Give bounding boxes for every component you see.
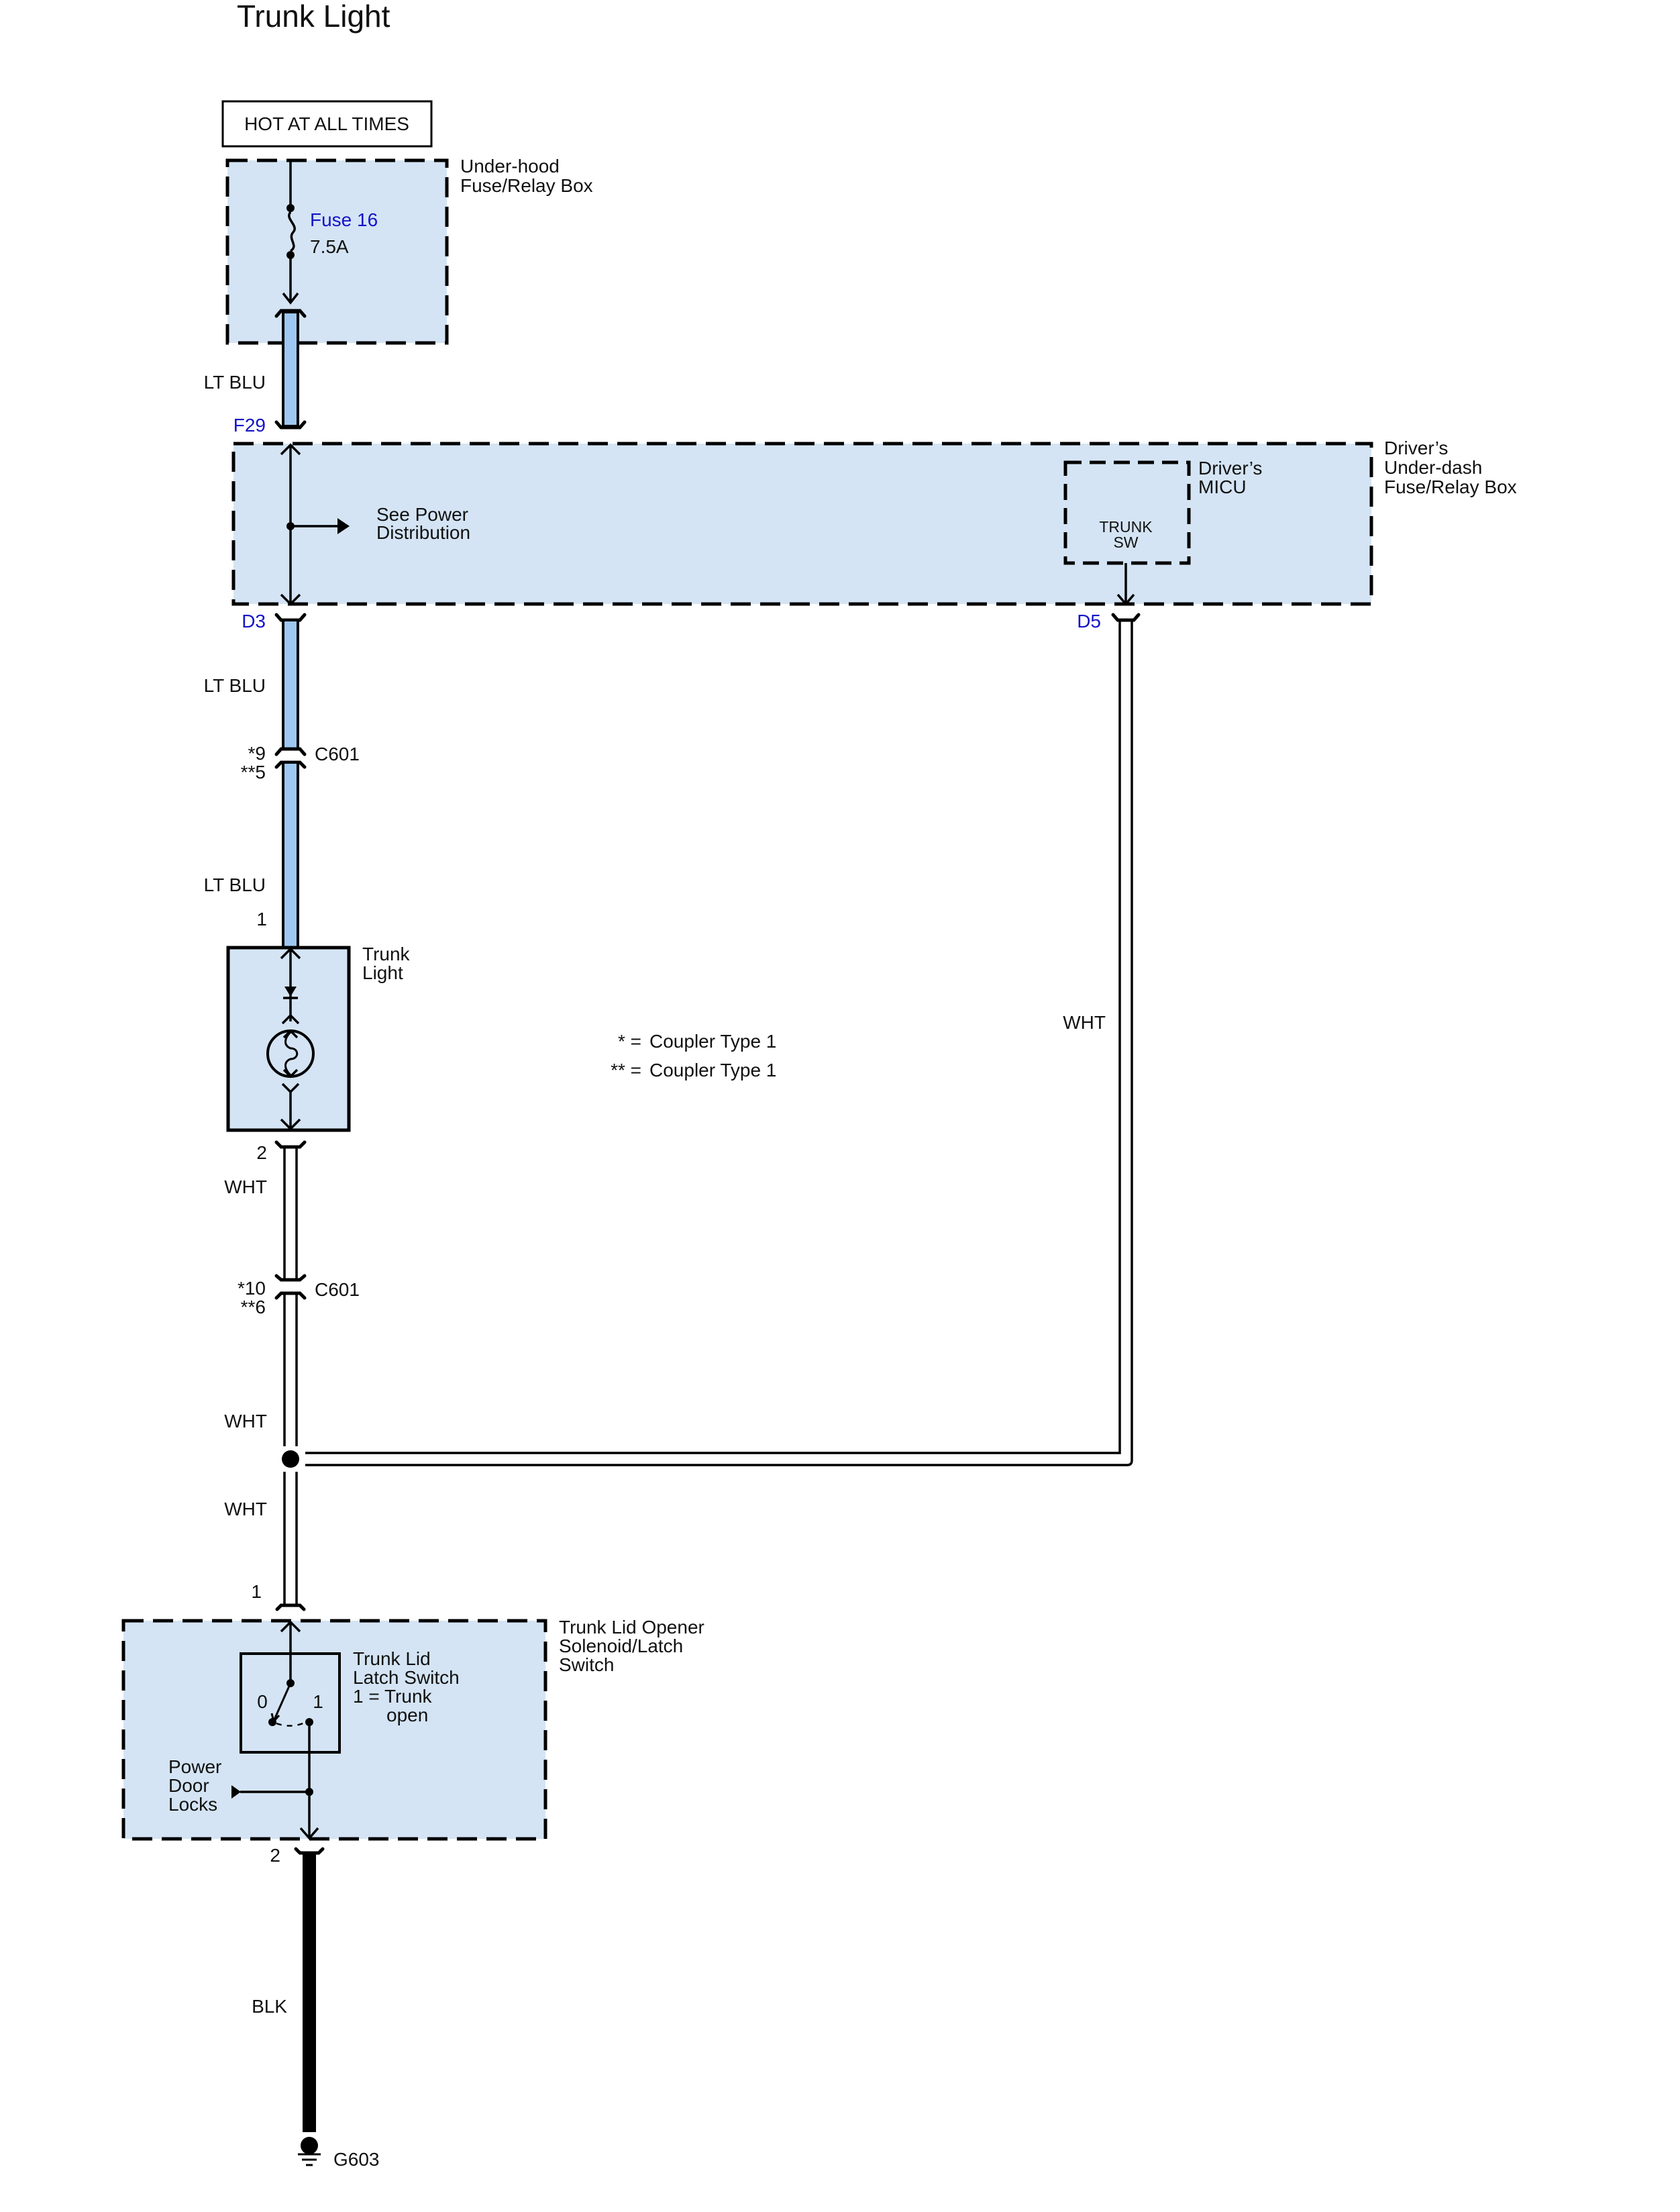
c601-pin-type1: *9 bbox=[248, 743, 266, 764]
arrow-right-icon bbox=[337, 518, 350, 534]
ground-name: G603 bbox=[333, 2149, 380, 2170]
micu-name-2: MICU bbox=[1198, 476, 1247, 497]
switch-position-1: 1 bbox=[313, 1691, 323, 1712]
trunk-light-name-2: Light bbox=[362, 962, 403, 983]
wire-blk[interactable]: 2 BLK bbox=[252, 1845, 325, 2132]
wire-color-label: LT BLU bbox=[204, 675, 266, 696]
underdash-fuse-relay-box[interactable]: Driver’s Under-dash Fuse/Relay Box See P… bbox=[231, 438, 1517, 606]
fuse-label: Fuse 16 bbox=[310, 209, 378, 230]
connector-icon bbox=[274, 420, 307, 430]
arrow-right-icon bbox=[231, 1785, 241, 1799]
page-title: Trunk Light bbox=[237, 0, 390, 34]
diode-icon bbox=[284, 987, 297, 997]
underhood-box-name: Under-hood bbox=[460, 156, 560, 177]
trunk-lid-opener-solenoid[interactable]: Trunk Lid Opener Solenoid/Latch Switch T… bbox=[121, 1617, 704, 1841]
c601-name: C601 bbox=[315, 744, 360, 764]
wire-wht-3[interactable]: WHT 1 bbox=[224, 1472, 306, 1611]
wire-lt-blu-1[interactable]: LT BLU F29 bbox=[204, 309, 307, 436]
solenoid-pin-2: 2 bbox=[270, 1845, 280, 1866]
arrow-up-icon bbox=[280, 947, 301, 960]
trunk-light[interactable]: Trunk Light bbox=[226, 944, 411, 1132]
wire-color-label: BLK bbox=[252, 1996, 287, 2017]
c601-pin-type1: *10 bbox=[238, 1278, 266, 1299]
solenoid-name-3: Switch bbox=[559, 1654, 614, 1675]
terminal-d3: D3 bbox=[242, 611, 266, 632]
switch-contact-icon bbox=[268, 1679, 313, 1727]
connector-icon bbox=[274, 1140, 307, 1149]
micu-trunk-sw-label-2: SW bbox=[1113, 534, 1138, 551]
wire-color-label: WHT bbox=[224, 1176, 267, 1197]
underdash-box-name-3: Fuse/Relay Box bbox=[1384, 476, 1517, 497]
wire-wht-2[interactable]: WHT bbox=[224, 1293, 298, 1446]
trunk-lid-latch-switch[interactable]: Trunk Lid Latch Switch 1 = Trunk open 0 … bbox=[240, 1648, 460, 1754]
trunk-light-pin-2: 2 bbox=[256, 1142, 267, 1163]
arrow-down-icon bbox=[280, 1118, 301, 1131]
wire-color-label: WHT bbox=[224, 1411, 267, 1431]
arrow-down-icon bbox=[299, 1827, 319, 1840]
connector-icon bbox=[274, 1291, 307, 1300]
underdash-box-name: Driver’s bbox=[1384, 438, 1448, 458]
latch-switch-state: 1 = Trunk bbox=[353, 1686, 433, 1707]
wire-color-label: WHT bbox=[1063, 1012, 1106, 1033]
legend: * = Coupler Type 1 ** = Coupler Type 1 bbox=[611, 1031, 776, 1080]
terminal-f29: F29 bbox=[233, 415, 266, 436]
wire-color-label: LT BLU bbox=[204, 874, 266, 895]
underhood-fuse-relay-box[interactable]: Under-hood Fuse/Relay Box Fuse 16 7.5A bbox=[225, 156, 593, 345]
trunk-light-name: Trunk bbox=[362, 944, 411, 964]
c601-name: C601 bbox=[315, 1279, 360, 1300]
switch-position-0: 0 bbox=[257, 1691, 268, 1712]
wire-wht-1[interactable]: 2 WHT bbox=[224, 1140, 307, 1280]
wire-wht-micu[interactable]: D5 WHT bbox=[305, 611, 1141, 1466]
wire-lt-blu-2[interactable]: D3 LT BLU bbox=[204, 611, 307, 750]
connector-icon bbox=[274, 747, 307, 756]
arrow-down-icon bbox=[280, 593, 301, 606]
driver-micu[interactable]: Driver’s MICU TRUNK SW bbox=[1063, 458, 1262, 606]
splice-junction-icon bbox=[282, 1450, 299, 1468]
arrow-up-icon bbox=[280, 1620, 301, 1633]
connector-c601-a[interactable]: *9 **5 C601 bbox=[241, 743, 360, 783]
arrow-down-icon bbox=[282, 292, 299, 305]
power-source-box: HOT AT ALL TIMES bbox=[221, 100, 433, 148]
latch-switch-state-2: open bbox=[386, 1705, 428, 1725]
solenoid-name-2: Solenoid/Latch bbox=[559, 1636, 683, 1656]
solenoid-name: Trunk Lid Opener bbox=[559, 1617, 704, 1638]
legend-value-2: Coupler Type 1 bbox=[649, 1060, 776, 1080]
legend-key-1: * = bbox=[618, 1031, 641, 1052]
latch-switch-name-2: Latch Switch bbox=[353, 1667, 460, 1688]
latch-switch-name: Trunk Lid bbox=[353, 1648, 431, 1669]
solenoid-pin-1: 1 bbox=[251, 1581, 262, 1602]
connector-icon bbox=[275, 1603, 306, 1611]
power-door-locks-link-3[interactable]: Locks bbox=[168, 1794, 217, 1815]
micu-trunk-sw-label: TRUNK bbox=[1099, 518, 1153, 536]
bulb-icon bbox=[266, 1029, 315, 1078]
connector-icon bbox=[1111, 613, 1141, 622]
connector-icon bbox=[274, 1274, 307, 1282]
legend-key-2: ** = bbox=[611, 1060, 641, 1080]
terminal-d5: D5 bbox=[1077, 611, 1101, 632]
fuse-rating: 7.5A bbox=[310, 236, 349, 257]
underdash-box-name-2: Under-dash bbox=[1384, 457, 1482, 478]
micu-name: Driver’s bbox=[1198, 458, 1262, 479]
arrow-down-icon bbox=[1116, 593, 1135, 606]
power-source-label: HOT AT ALL TIMES bbox=[244, 113, 409, 134]
power-door-locks-link-2[interactable]: Door bbox=[168, 1775, 209, 1796]
trunk-light-pin-1: 1 bbox=[256, 909, 267, 929]
see-power-distribution-2[interactable]: Distribution bbox=[376, 522, 470, 543]
see-power-distribution[interactable]: See Power bbox=[376, 504, 468, 525]
underhood-box-name-2: Fuse/Relay Box bbox=[460, 175, 593, 196]
arrow-up-icon bbox=[280, 443, 301, 456]
wire-color-label: LT BLU bbox=[204, 372, 266, 393]
legend-value-1: Coupler Type 1 bbox=[649, 1031, 776, 1052]
ground-g603[interactable]: G603 bbox=[298, 2137, 380, 2170]
c601-pin-type2: **5 bbox=[241, 762, 266, 783]
connector-c601-b[interactable]: *10 **6 C601 bbox=[238, 1274, 360, 1317]
wire-lt-blu-3[interactable]: LT BLU 1 bbox=[204, 761, 307, 965]
c601-pin-type2: **6 bbox=[241, 1297, 266, 1317]
wire-color-label: WHT bbox=[224, 1499, 267, 1519]
power-door-locks-link[interactable]: Power bbox=[168, 1756, 221, 1777]
